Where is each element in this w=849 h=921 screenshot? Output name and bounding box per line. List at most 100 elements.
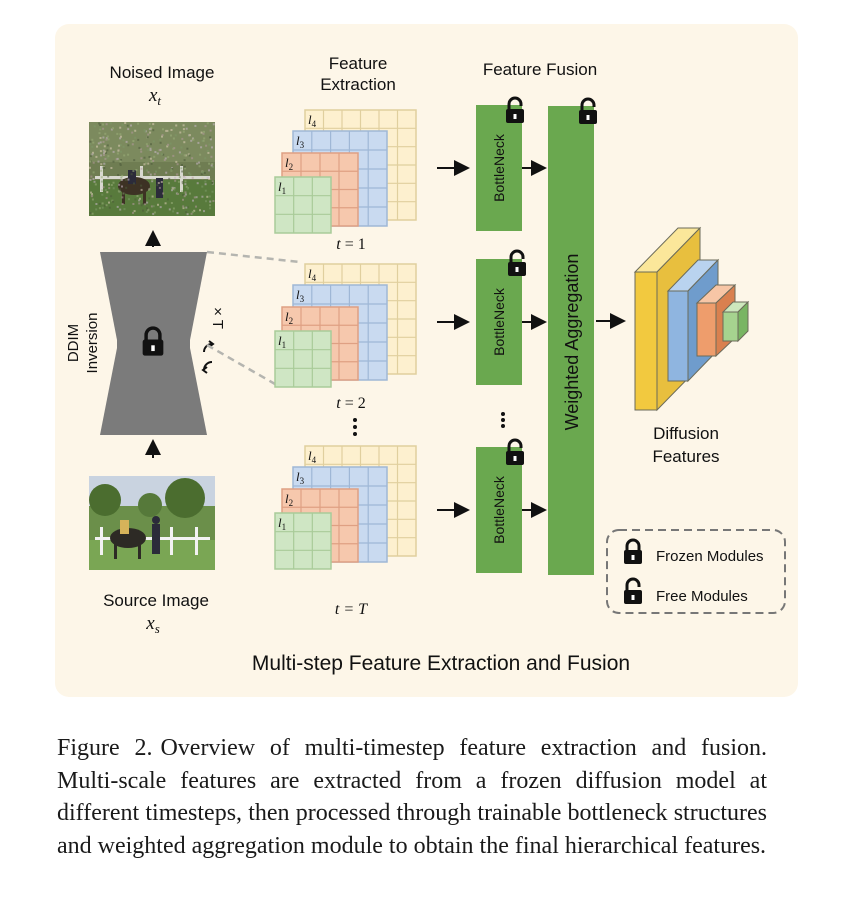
noise-speck <box>199 153 202 156</box>
noise-speck <box>186 213 189 216</box>
noise-speck <box>194 124 197 127</box>
noise-speck <box>110 195 113 198</box>
noise-speck <box>151 178 154 181</box>
timestep-label-2: t= 2 <box>336 395 365 412</box>
noise-speck <box>103 162 106 165</box>
noise-speck <box>202 139 205 142</box>
noise-speck <box>119 126 122 129</box>
noise-speck <box>134 136 137 139</box>
noise-speck <box>102 186 105 189</box>
noise-speck <box>99 137 102 139</box>
noise-speck <box>144 162 147 165</box>
noise-speck <box>160 153 163 156</box>
noise-speck <box>101 202 104 205</box>
noise-speck <box>177 180 180 183</box>
diffusion-feature-cubes <box>633 226 750 412</box>
noise-speck <box>91 153 94 156</box>
noise-speck <box>185 185 188 188</box>
noise-speck <box>189 192 191 195</box>
noise-speck <box>106 156 109 159</box>
noise-speck <box>97 142 100 145</box>
noise-speck <box>171 189 173 192</box>
noise-speck <box>204 183 207 186</box>
noise-speck <box>91 212 94 215</box>
noise-speck <box>92 178 95 180</box>
bottleneck-module-3 <box>476 447 522 573</box>
noise-speck <box>138 202 141 205</box>
noise-speck <box>143 156 146 159</box>
noise-speck <box>170 134 172 137</box>
noise-speck <box>208 162 211 165</box>
noise-speck <box>192 199 194 202</box>
noise-speck <box>89 212 92 214</box>
noise-speck <box>146 201 149 204</box>
noise-speck <box>102 154 105 156</box>
noise-speck <box>105 151 108 154</box>
noise-speck <box>147 209 150 212</box>
noise-speck <box>130 173 133 176</box>
noise-speck <box>139 148 142 151</box>
bottleneck-ellipsis <box>501 412 505 428</box>
noise-speck <box>203 172 206 174</box>
noise-speck <box>159 138 162 141</box>
noise-speck <box>132 170 135 172</box>
noise-speck <box>116 157 119 160</box>
noise-speck <box>89 142 92 145</box>
noise-speck <box>98 122 101 125</box>
timestep-label-T: t= T <box>335 601 368 618</box>
noise-speck <box>100 169 103 172</box>
noise-speck <box>209 129 212 132</box>
noise-speck <box>118 183 121 186</box>
noise-speck <box>100 163 103 166</box>
noise-speck <box>209 136 212 139</box>
noise-speck <box>100 176 103 179</box>
noise-speck <box>175 173 178 176</box>
ddim-label-line1: DDIM <box>65 324 82 362</box>
noise-speck <box>126 124 129 127</box>
noise-speck <box>157 203 159 206</box>
noise-speck <box>204 180 207 183</box>
noise-speck <box>205 144 208 147</box>
noise-speck <box>163 159 166 161</box>
noise-speck <box>160 181 163 183</box>
noise-speck <box>125 140 128 143</box>
noise-speck <box>173 188 176 191</box>
noise-speck <box>168 208 171 211</box>
noise-speck <box>184 176 187 179</box>
noise-speck <box>208 169 210 172</box>
noise-speck <box>184 154 187 157</box>
noise-speck <box>133 182 135 185</box>
noise-speck <box>181 180 184 183</box>
noise-speck <box>107 138 110 141</box>
noise-speck <box>102 140 105 143</box>
noise-speck <box>176 193 179 195</box>
noise-speck <box>119 160 122 163</box>
noise-speck <box>105 204 108 207</box>
noise-speck <box>182 198 184 201</box>
noise-speck <box>208 178 211 180</box>
noise-speck <box>119 144 122 147</box>
noise-speck <box>152 205 155 208</box>
noise-speck <box>91 195 93 198</box>
noise-speck <box>140 167 143 170</box>
noise-speck <box>117 149 120 152</box>
noise-speck <box>168 182 170 185</box>
noise-speck <box>183 141 186 144</box>
noise-speck <box>146 136 149 139</box>
noise-speck <box>174 134 177 137</box>
noise-speck <box>140 157 143 160</box>
noise-speck <box>140 150 143 153</box>
noise-speck <box>89 140 92 143</box>
noise-speck <box>164 157 167 160</box>
noise-speck <box>185 127 188 130</box>
noise-speck <box>119 162 122 165</box>
noise-speck <box>182 130 185 133</box>
noised-image-label: Noised Image <box>110 63 215 82</box>
noise-speck <box>101 189 104 192</box>
noise-speck <box>95 155 98 158</box>
source-image-label: Source Image <box>103 591 209 610</box>
noise-speck <box>187 153 190 156</box>
noise-speck <box>112 127 114 130</box>
noise-speck <box>144 203 147 206</box>
noise-speck <box>181 190 184 193</box>
